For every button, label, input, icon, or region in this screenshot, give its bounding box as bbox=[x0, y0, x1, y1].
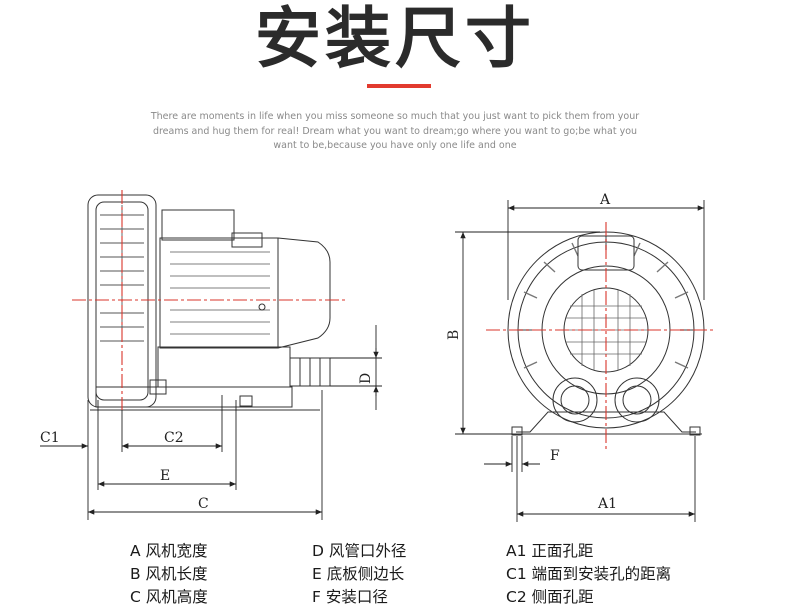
front-outlet-port bbox=[614, 377, 660, 423]
side-dimensions bbox=[40, 325, 382, 520]
legend-item-c2: C2 侧面孔距 bbox=[506, 588, 594, 606]
label-b: B bbox=[446, 330, 462, 340]
legend-column-1: A 风机宽度 B 风机长度 C 风机高度 bbox=[130, 540, 208, 609]
side-terminal-box bbox=[161, 209, 235, 241]
side-centerlines bbox=[72, 190, 345, 410]
legend-item-c: C 风机高度 bbox=[130, 588, 208, 606]
side-motor-body bbox=[159, 237, 279, 349]
legend-item-a: A 风机宽度 bbox=[130, 542, 208, 560]
side-motor-cap bbox=[277, 237, 331, 349]
legend-column-2: D 风管口外径 E 底板侧边长 F 安装口径 bbox=[312, 540, 406, 609]
dimension-letters: C1 C2 E C D A B A1 F bbox=[40, 192, 617, 512]
label-a1: A1 bbox=[597, 496, 617, 512]
legend-column-3: A1 正面孔距 C1 端面到安装孔的距离 C2 侧面孔距 bbox=[506, 540, 671, 609]
side-outlet-housing bbox=[157, 346, 291, 388]
front-inlet-port bbox=[552, 377, 598, 423]
label-d: D bbox=[358, 373, 374, 384]
subtitle-line-3: want to be,because you have only one lif… bbox=[273, 140, 517, 151]
front-centerlines bbox=[486, 222, 714, 450]
label-c1: C1 bbox=[40, 430, 60, 446]
legend-item-e: E 底板侧边长 bbox=[312, 565, 405, 583]
subtitle-text: There are moments in life when you miss … bbox=[150, 110, 640, 154]
subtitle-line-2: dreams and hug them for real! Dream what… bbox=[152, 125, 638, 137]
page-title: 安装尺寸 bbox=[255, 0, 535, 77]
label-c: C bbox=[198, 496, 209, 512]
legend-item-d: D 风管口外径 bbox=[312, 542, 407, 560]
subtitle-line-1: There are moments in life when you miss … bbox=[150, 111, 640, 122]
legend-item-f: F 安装口径 bbox=[312, 588, 388, 606]
title-underline bbox=[367, 84, 431, 88]
front-dimensions bbox=[455, 200, 705, 522]
side-base bbox=[95, 386, 293, 408]
legend-item-a1: A1 正面孔距 bbox=[506, 542, 594, 560]
side-view bbox=[87, 194, 331, 411]
label-c2: C2 bbox=[164, 430, 184, 446]
legend-item-b: B 风机长度 bbox=[130, 565, 208, 583]
legend-item-c1: C1 端面到安装孔的距离 bbox=[506, 565, 672, 583]
installation-drawing: C1 C2 E C D A B A1 F bbox=[40, 190, 714, 522]
label-a: A bbox=[599, 192, 611, 208]
label-f: F bbox=[550, 448, 560, 464]
label-e: E bbox=[160, 468, 170, 484]
